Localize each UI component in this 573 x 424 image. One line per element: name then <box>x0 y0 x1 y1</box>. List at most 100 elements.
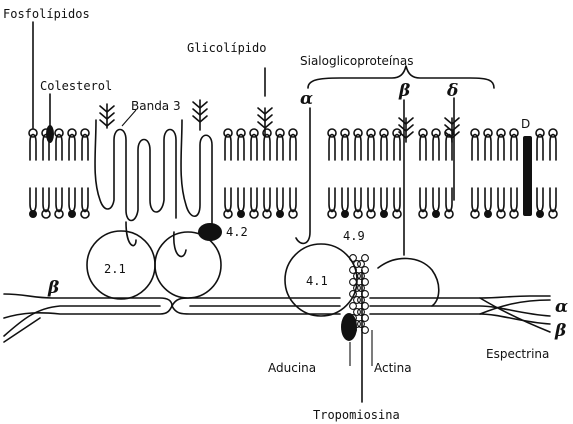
phospholipid-inner <box>225 188 231 212</box>
actina-monomer <box>358 321 365 328</box>
phospholipid-inner <box>511 188 517 212</box>
greek-alpha-right: α <box>555 297 568 317</box>
phospholipid-inner <box>264 188 270 212</box>
phospholipid-head <box>55 129 63 137</box>
phospholipid-head <box>289 129 297 137</box>
actina-monomer <box>358 309 365 316</box>
glicolipido-sugar <box>258 68 272 136</box>
phospholipid-head-inner <box>29 210 37 218</box>
phospholipid-head <box>354 129 362 137</box>
label-colesterol: Colesterol <box>40 79 112 93</box>
greek-beta-right: β <box>554 321 566 341</box>
phospholipid-head <box>68 129 76 137</box>
phospholipid-inner <box>82 188 88 212</box>
phospholipid-outer <box>290 135 296 161</box>
phospholipid-outer <box>368 135 374 161</box>
phospholipid-inner <box>433 188 439 212</box>
phospholipid-inner <box>30 188 36 212</box>
phospholipid-head <box>432 129 440 137</box>
phospholipid-inner <box>498 188 504 212</box>
phospholipid-outer <box>511 135 517 161</box>
phospholipid-outer <box>472 135 478 161</box>
phospholipid-outer <box>238 135 244 161</box>
aducina-blob <box>341 313 357 341</box>
actina-monomer <box>362 255 369 262</box>
phospholipid-inner <box>69 188 75 212</box>
label-glicolipido: Glicolípido <box>187 41 266 55</box>
phospholipid-head <box>510 129 518 137</box>
phospholipid-head <box>367 129 375 137</box>
phospholipid-inner <box>472 188 478 212</box>
phospholipid-outer <box>355 135 361 161</box>
phospholipid-head <box>380 129 388 137</box>
protein-banda3-anchor <box>155 232 221 298</box>
phospholipid-inner <box>446 188 452 212</box>
phospholipid-head-inner <box>380 210 388 218</box>
label-banda3: Banda 3 <box>131 99 181 113</box>
protein-d <box>523 136 532 216</box>
phospholipid-outer <box>329 135 335 161</box>
phospholipid-head <box>341 129 349 137</box>
banda3-sugar-left <box>100 104 114 128</box>
phospholipid-inner <box>550 188 556 212</box>
label-tropomiosina: Tropomiosina <box>313 408 400 422</box>
phospholipid-head <box>81 129 89 137</box>
phospholipid-outer <box>30 135 36 161</box>
phospholipid-head <box>29 129 37 137</box>
phospholipid-outer <box>225 135 231 161</box>
label-sialoglicoproteinas: Sialoglicoproteínas <box>300 54 413 68</box>
glicoforina-alfa <box>296 108 310 243</box>
greek-beta-left: β <box>47 278 59 298</box>
actina-monomer <box>350 279 357 286</box>
phospholipid-head <box>536 129 544 137</box>
phospholipid-outer <box>381 135 387 161</box>
actina-monomer <box>358 261 365 268</box>
phospholipid-head-inner <box>341 210 349 218</box>
phospholipid-inner <box>485 188 491 212</box>
phospholipid-outer <box>69 135 75 161</box>
phospholipid-outer <box>420 135 426 161</box>
actina-monomer <box>350 303 357 310</box>
label-fosfolipidos: Fosfolípidos <box>3 7 90 21</box>
phospholipid-inner <box>290 188 296 212</box>
actina-monomer <box>358 297 365 304</box>
label-actina: Actina <box>374 361 412 375</box>
phospholipid-inner <box>56 188 62 212</box>
label-d: D <box>521 117 530 131</box>
phospholipid-inner <box>381 188 387 212</box>
phospholipid-head <box>250 129 258 137</box>
phospholipid-outer <box>277 135 283 161</box>
phospholipid-head <box>484 129 492 137</box>
phospholipid-outer <box>433 135 439 161</box>
greek-alpha-top: α <box>300 89 313 109</box>
phospholipid-head-inner <box>237 210 245 218</box>
actina-monomer <box>358 273 365 280</box>
banda3-sugar-right <box>193 100 207 130</box>
phospholipid-head <box>276 129 284 137</box>
actina-monomer <box>358 285 365 292</box>
greek-delta-top: δ <box>446 81 458 101</box>
phospholipid-head <box>237 129 245 137</box>
phospholipid-outer <box>394 135 400 161</box>
phospholipid-outer <box>537 135 543 161</box>
phospholipid-inner <box>238 188 244 212</box>
phospholipid-head <box>419 129 427 137</box>
phospholipid-head <box>497 129 505 137</box>
label-2-1: 2.1 <box>104 262 126 276</box>
phospholipid-head-inner <box>484 210 492 218</box>
phospholipid-head-inner <box>536 210 544 218</box>
phospholipid-outer <box>446 135 452 161</box>
colesterol-molecule <box>46 125 54 143</box>
phospholipid-outer <box>550 135 556 161</box>
phospholipid-inner <box>277 188 283 212</box>
label-espectrina: Espectrina <box>486 347 549 361</box>
phospholipid-outer <box>251 135 257 161</box>
label-4-2: 4.2 <box>226 225 248 239</box>
protein-4-2 <box>198 223 222 241</box>
espectrina-strands <box>4 294 550 342</box>
phospholipid-inner <box>329 188 335 212</box>
phospholipid-inner <box>355 188 361 212</box>
banda3-protein <box>95 120 176 221</box>
